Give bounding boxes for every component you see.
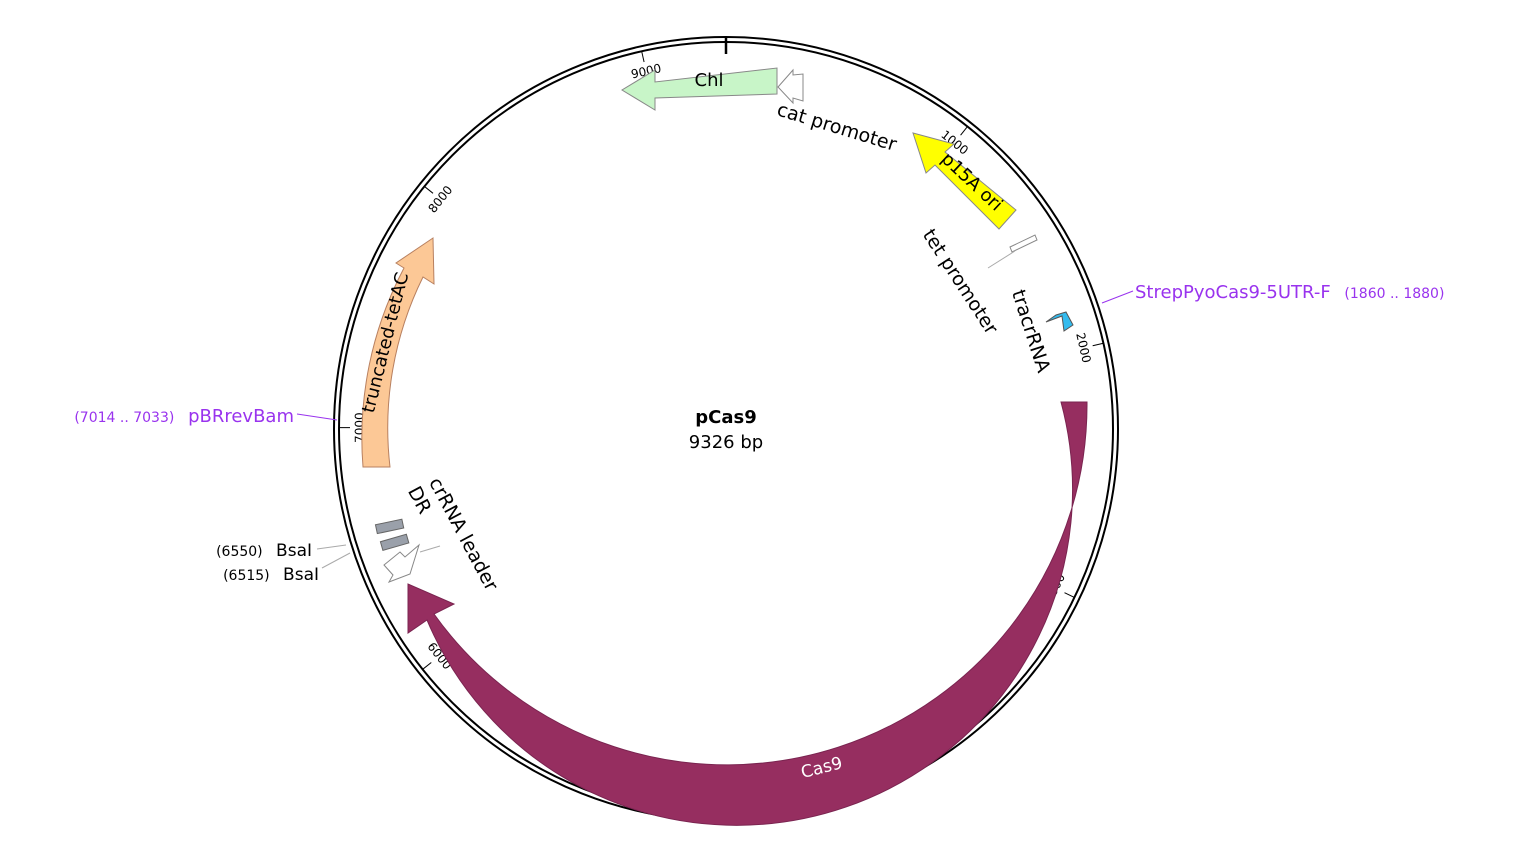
tick-mark-6000 bbox=[422, 662, 432, 670]
dr-repeat-1[interactable] bbox=[374, 518, 405, 535]
site-bsai-6515-name: BsaI bbox=[283, 565, 319, 585]
site-streppyocas9[interactable]: StrepPyoCas9-5UTR-F (1860 .. 1880) bbox=[1101, 282, 1444, 304]
feature-p15a-ori-arrow[interactable] bbox=[912, 132, 1017, 230]
site-bsai-6515-position: (6515) bbox=[223, 568, 270, 584]
feature-cat-promoter-arrow[interactable] bbox=[777, 68, 804, 105]
site-bsai-6515-leader bbox=[321, 552, 351, 569]
feature-crrna-leader-arrow[interactable] bbox=[383, 543, 420, 583]
feature-cas9[interactable]: Cas9 bbox=[407, 401, 1088, 826]
feature-cas9-arrow[interactable] bbox=[407, 401, 1088, 826]
feature-tracrrna-label: tracrRNA bbox=[1007, 287, 1054, 375]
plasmid-length: 9326 bp bbox=[689, 432, 763, 453]
site-pbrrevbam-name: pBRrevBam bbox=[188, 406, 294, 427]
feature-tet-promoter-leader bbox=[987, 250, 1016, 269]
tick-mark-2000 bbox=[1092, 342, 1104, 347]
tick-mark-3000 bbox=[1064, 592, 1075, 598]
site-bsai-6550-position: (6550) bbox=[216, 544, 263, 560]
site-streppyocas9-name: StrepPyoCas9-5UTR-F bbox=[1135, 282, 1331, 303]
feature-cat-promoter[interactable]: cat promoter bbox=[774, 68, 899, 156]
feature-crrna-leader-leader bbox=[419, 545, 441, 553]
site-streppyocas9-leader bbox=[1101, 290, 1134, 304]
tick-mark-9000 bbox=[641, 51, 645, 63]
feature-chl-label: Chl bbox=[695, 70, 724, 91]
feature-dr[interactable]: DR bbox=[374, 483, 436, 552]
site-streppyocas9-label: StrepPyoCas9-5UTR-F (1860 .. 1880) bbox=[1135, 282, 1444, 303]
tick-mark-1000 bbox=[960, 126, 968, 136]
feature-crrna-leader-label: crRNA leader bbox=[424, 474, 502, 595]
site-pbrrevbam-position: (7014 .. 7033) bbox=[74, 410, 174, 426]
site-bsai-6515-label: (6515) BsaI bbox=[223, 565, 319, 585]
tick-label-8000: 8000 bbox=[425, 183, 455, 216]
plasmid-name: pCas9 bbox=[695, 407, 756, 428]
feature-crrna-leader[interactable]: crRNA leader bbox=[383, 474, 502, 595]
feature-tet-promoter-label: tet promoter bbox=[918, 225, 1002, 338]
site-pbrrevbam-leader bbox=[296, 413, 338, 421]
site-bsai-6550-leader bbox=[316, 544, 347, 550]
site-bsai-6515[interactable]: (6515) BsaI bbox=[223, 552, 351, 585]
feature-tet-promoter-arrow[interactable] bbox=[1009, 234, 1038, 253]
feature-p15a-ori-label: p15A ori bbox=[937, 148, 1007, 215]
feature-tracrrna[interactable]: tracrRNA bbox=[1007, 287, 1074, 375]
dr-repeat-2[interactable] bbox=[379, 533, 410, 552]
site-bsai-6550-label: (6550) BsaI bbox=[216, 541, 312, 561]
feature-truncated-tetac-arrow[interactable] bbox=[361, 237, 435, 468]
tick-mark-8000 bbox=[424, 186, 434, 194]
feature-tracrrna-arrow[interactable] bbox=[1045, 311, 1074, 332]
tick-label-2000: 2000 bbox=[1073, 331, 1093, 364]
site-bsai-6550-name: BsaI bbox=[276, 541, 312, 561]
site-pbrrevbam-label: (7014 .. 7033) pBRrevBam bbox=[74, 406, 294, 427]
site-streppyocas9-position: (1860 .. 1880) bbox=[1344, 286, 1444, 302]
feature-chl[interactable]: Chl bbox=[621, 67, 778, 111]
site-pbrrevbam[interactable]: (7014 .. 7033) pBRrevBam bbox=[74, 406, 338, 427]
backbone-outer bbox=[333, 36, 1119, 822]
feature-chl-arrow[interactable] bbox=[621, 67, 778, 111]
feature-cat-promoter-label: cat promoter bbox=[774, 99, 899, 156]
feature-truncated-tetac[interactable]: truncated-tetAC bbox=[358, 237, 435, 468]
site-bsai-6550[interactable]: (6550) BsaI bbox=[216, 541, 347, 561]
